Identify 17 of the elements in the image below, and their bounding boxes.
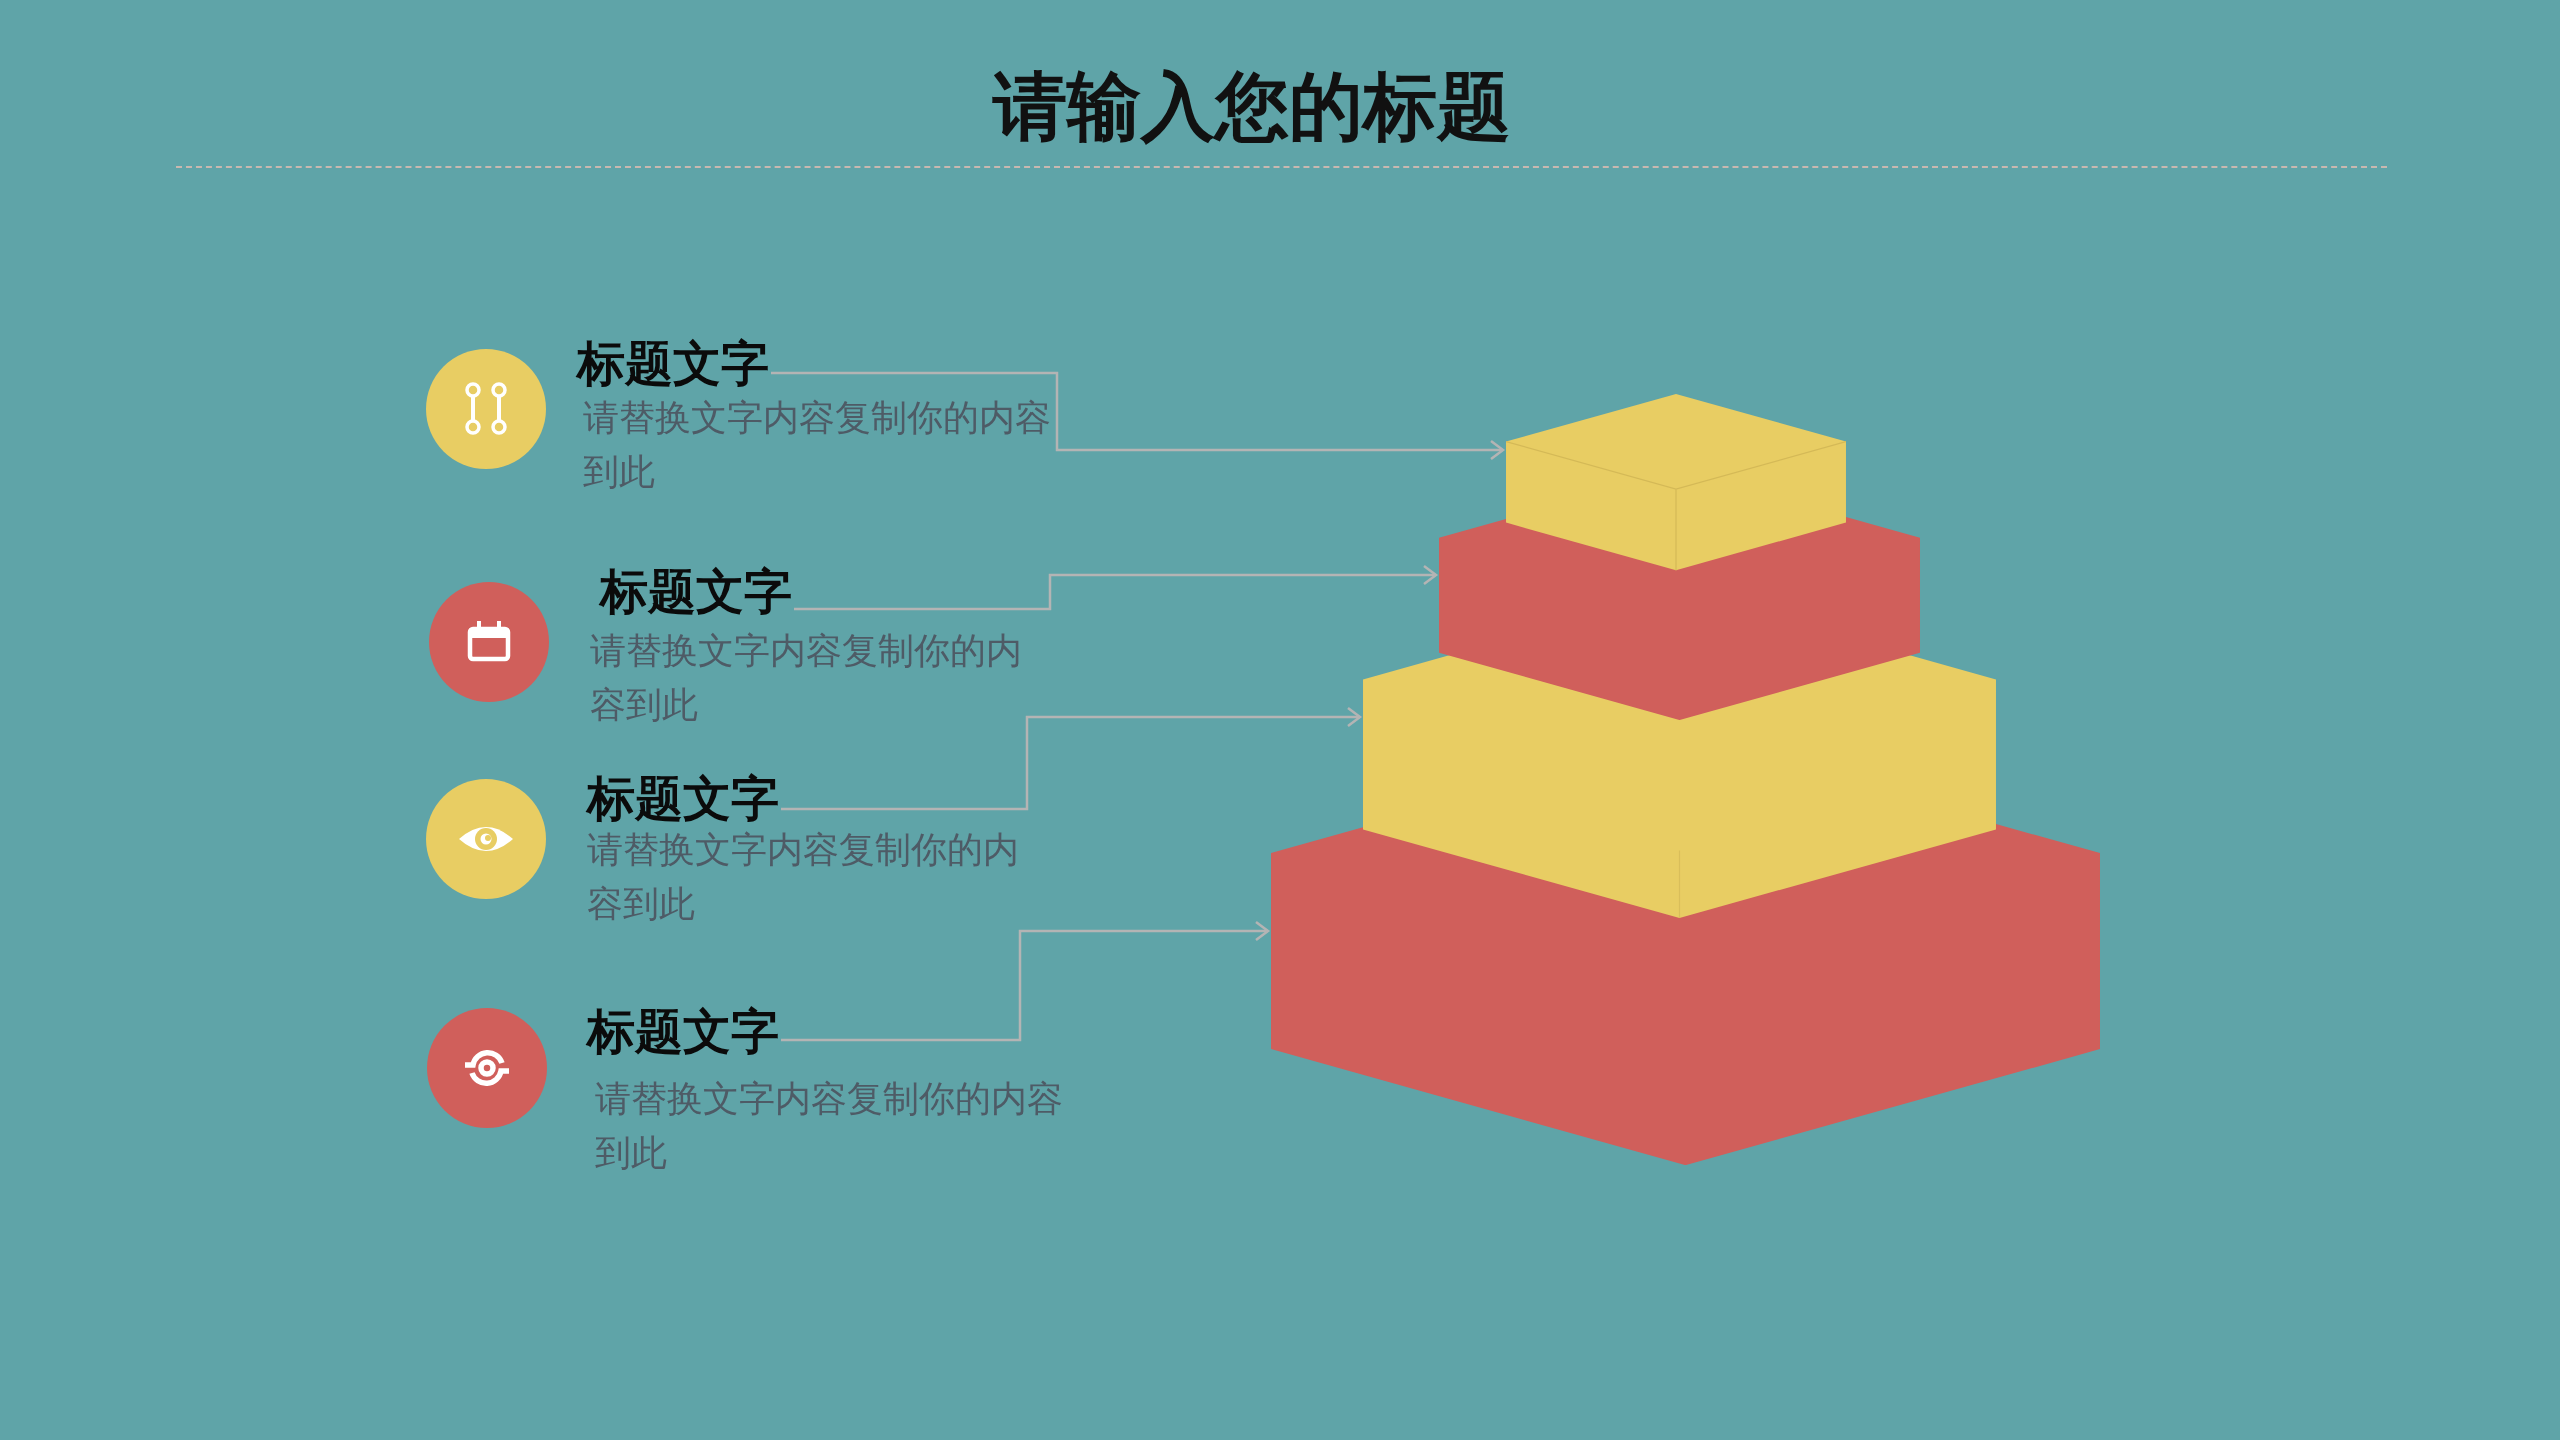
- elbow-arrow: [794, 564, 1438, 611]
- pyramid-tier: [1363, 654, 1996, 918]
- elbow-arrow: [771, 371, 1505, 461]
- heading-text: 标题文字: [577, 339, 769, 387]
- pyramid-tier: [1439, 517, 1920, 721]
- heading-text: 标题文字: [587, 774, 779, 822]
- pyramid-tier: [1271, 823, 2100, 1166]
- heading-text: 标题文字: [600, 567, 792, 615]
- elbow-arrow: [781, 920, 1270, 1042]
- description-text: 请替换文字内容复制你的内容到此: [587, 828, 1020, 926]
- pyramid-tier: [1506, 394, 1846, 571]
- description-text: 请替换文字内容复制你的内容到此: [583, 396, 1052, 494]
- heading-text: 标题文字: [587, 1007, 779, 1055]
- title: 请输入您的标题: [993, 69, 1511, 143]
- description-text: 请替换文字内容复制你的内容到此: [590, 629, 1023, 727]
- elbow-arrow: [781, 706, 1362, 811]
- description-text: 请替换文字内容复制你的内容到此: [595, 1077, 1064, 1175]
